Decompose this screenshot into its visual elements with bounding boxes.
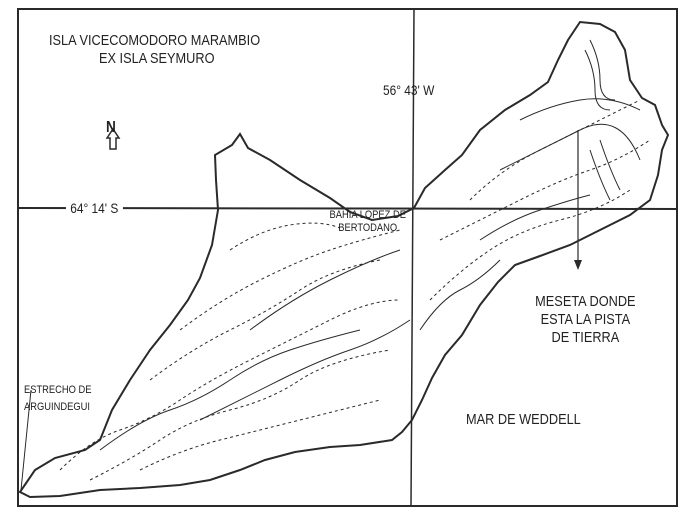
estrecho-line2: ARGUINDEGUI xyxy=(24,400,90,413)
contour-lines-solid xyxy=(99,39,641,451)
estrecho-line1: ESTRECHO DE xyxy=(24,384,92,396)
island-coastline xyxy=(18,20,670,499)
bahia-label: BAHIA LOPEZ DE BERTODANO xyxy=(321,209,415,235)
parallel-line xyxy=(17,207,678,210)
map-title-line1: ISLA VICECOMODORO MARAMBIO xyxy=(49,32,261,49)
map-frame xyxy=(17,8,678,507)
meseta-label: MESETA DONDE ESTA LA PISTA DE TIERRA xyxy=(528,293,643,347)
map-title-line2: EX ISLA SEYMURO xyxy=(99,50,215,67)
north-label: N xyxy=(106,119,116,136)
north-arrow-icon xyxy=(105,127,121,150)
contour-lines xyxy=(59,99,651,481)
latitude-label: 64° 14' S xyxy=(66,200,123,217)
meseta-line1: MESETA DONDE xyxy=(535,293,636,310)
longitude-label: 56° 43' W xyxy=(383,82,435,98)
meridian-line xyxy=(410,8,415,507)
meseta-line2: ESTA LA PISTA xyxy=(540,311,631,328)
bahia-line2: BERTODANO xyxy=(338,222,398,235)
arrowhead-icon xyxy=(574,260,582,270)
meseta-line3: DE TIERRA xyxy=(551,329,620,346)
estrecho-label: ESTRECHO DE ARGUINDEGUI xyxy=(24,381,101,414)
estrecho-pointer-line xyxy=(20,389,32,491)
sea-label: MAR DE WEDDELL xyxy=(466,411,581,428)
bahia-line1: BAHIA LOPEZ DE xyxy=(329,209,406,221)
